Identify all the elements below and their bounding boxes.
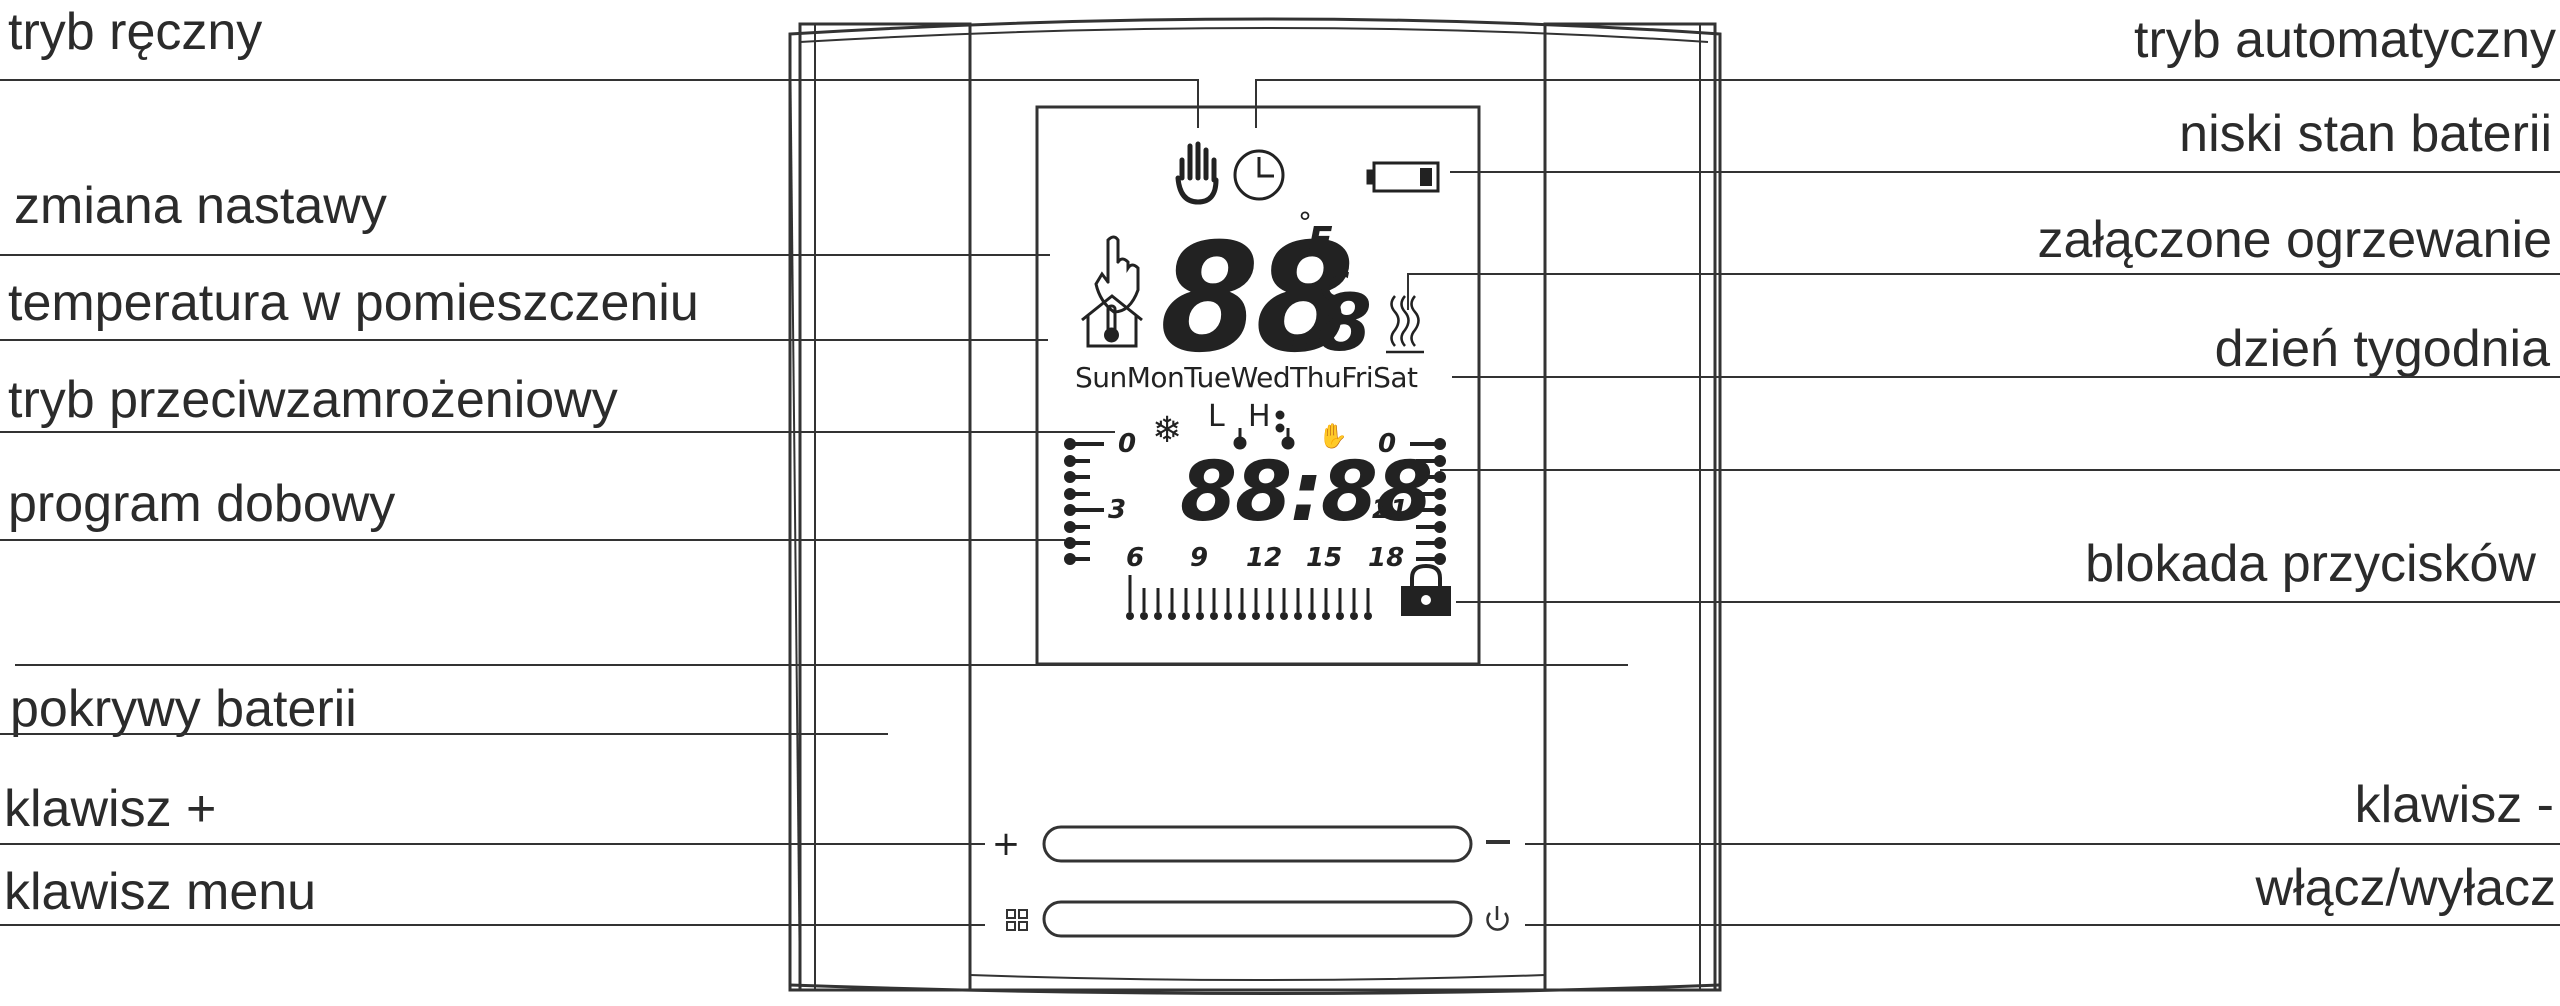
power-icon (1486, 906, 1509, 931)
timeline-dot (1364, 612, 1372, 620)
unit-degree: ° (1298, 206, 1312, 239)
label-room-temperature: temperatura w pomieszczeniu (8, 274, 699, 332)
temperature-decimal: .8 (1288, 279, 1372, 369)
plus-symbol: + (992, 824, 1021, 864)
house-thermometer-icon (1081, 294, 1143, 348)
unit-c: C (1320, 264, 1349, 310)
tick-left-top: 0 (1118, 429, 1136, 459)
small-hand-icon: ✋ (1318, 422, 1348, 450)
timeline-dot (1350, 612, 1358, 620)
timeline-dot (1280, 612, 1288, 620)
tick-left-mid: 3 (1108, 495, 1126, 525)
timeline-dot (1322, 612, 1330, 620)
label-power: włącz/wyłacz (2255, 859, 2557, 917)
timeline-dot (1126, 612, 1134, 620)
timeline-dot (1252, 612, 1260, 620)
plus-minus-button-bar[interactable] (1042, 825, 1473, 863)
label-battery-cover: pokrywy baterii (10, 680, 357, 738)
label-manual-mode: tryb ręczny (8, 3, 263, 61)
heating-waves-icon (1386, 295, 1424, 354)
lock-icon (1401, 563, 1451, 616)
right-timeline-bars (1410, 438, 1446, 565)
timeline-dot (1140, 612, 1148, 620)
lh-markers (1233, 410, 1295, 450)
label-key-lock: blokada przycisków (2085, 535, 2536, 593)
tick-right-top: 0 (1378, 429, 1396, 459)
left-timeline-bars (1064, 438, 1104, 565)
temperature-digits: 88 (1160, 211, 1351, 386)
label-antifreeze-mode: tryb przeciwzamrożeniowy (8, 371, 618, 429)
menu-power-button-bar[interactable] (1042, 900, 1473, 938)
timeline-dot (1224, 612, 1232, 620)
label-low-battery: niski stan baterii (2179, 105, 2552, 163)
high-label: H (1248, 399, 1271, 434)
label-menu-key: klawisz menu (4, 863, 317, 921)
label-auto-mode: tryb automatyczny (2134, 11, 2556, 69)
timeline-dot (1294, 612, 1302, 620)
timeline-dot (1266, 612, 1274, 620)
snowflake-icon: ❄ (1152, 410, 1182, 451)
timeline-dot (1336, 612, 1344, 620)
unit-f: F (1308, 220, 1333, 261)
device-body (788, 17, 1722, 995)
timeline-dot (1210, 612, 1218, 620)
minus-symbol (1486, 840, 1510, 844)
label-setpoint-change: zmiana nastawy (14, 177, 387, 235)
label-daily-program: program dobowy (8, 475, 396, 533)
timeline-dot (1182, 612, 1190, 620)
clock-digits: 88:88 (1180, 445, 1431, 540)
label-minus-key: klawisz - (2354, 776, 2554, 834)
leader-lines (0, 79, 2560, 926)
timeline-dot (1168, 612, 1176, 620)
label-weekday: dzień tygodnia (2214, 320, 2550, 378)
weekday-strip: SunMonTueWedThuFriSat (1075, 361, 1418, 394)
hour-tick-1: 9 (1190, 543, 1208, 573)
clock-icon (1233, 149, 1285, 201)
timeline-dot (1308, 612, 1316, 620)
label-plus-key: klawisz + (4, 780, 217, 838)
timeline-dot (1154, 612, 1162, 620)
timeline-dot (1238, 612, 1246, 620)
hour-tick-4: 18 (1368, 543, 1404, 573)
bottom-timeline-ticks (1126, 575, 1372, 620)
hour-tick-3: 15 (1306, 543, 1342, 573)
hand-icon (1175, 141, 1219, 205)
hour-tick-2: 12 (1246, 543, 1282, 573)
hour-tick-0: 6 (1126, 543, 1144, 573)
timeline-dot (1196, 612, 1204, 620)
label-heating-on: załączone ogrzewanie (2037, 211, 2552, 269)
battery-icon (1366, 161, 1440, 193)
tick-right-mid: 21 (1372, 495, 1408, 525)
menu-grid-icon (1006, 909, 1028, 931)
low-label: L (1208, 399, 1225, 434)
